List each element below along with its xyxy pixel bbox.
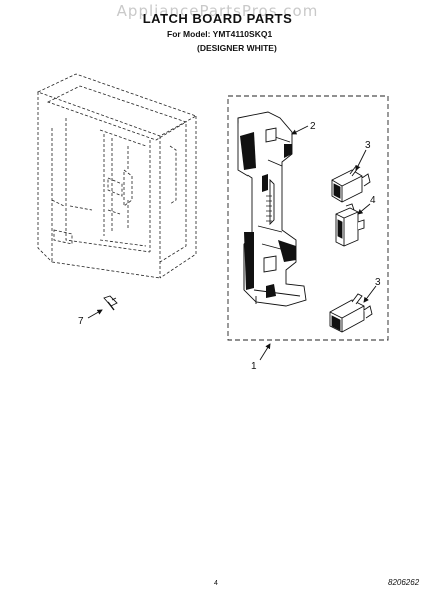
model-number: For Model: YMT4110SKQ1 bbox=[167, 29, 273, 39]
callout-number-3-upper: 3 bbox=[365, 140, 371, 151]
model-variant: (DESIGNER WHITE) bbox=[197, 43, 277, 53]
mounting-screw-part-7 bbox=[103, 295, 118, 311]
watermark-text: AppliancePartsPros.com bbox=[116, 2, 319, 20]
latch-board-assembly-boundary bbox=[227, 95, 389, 341]
latch-board-shading bbox=[240, 132, 296, 298]
page-number: 4 bbox=[214, 580, 218, 587]
callout-number-4: 4 bbox=[370, 195, 376, 206]
micro-switch-part-4 bbox=[335, 203, 365, 247]
page-title: LATCH BOARD PARTS bbox=[142, 11, 293, 26]
document-number: 8206262 bbox=[388, 578, 420, 587]
callout-number-7: 7 bbox=[78, 316, 84, 327]
micro-switch-part-3-upper bbox=[331, 165, 371, 203]
callout-leaders bbox=[87, 125, 377, 361]
microwave-cabinet-outline bbox=[36, 73, 197, 279]
latch-board-ribs bbox=[266, 195, 272, 222]
callout-number-2: 2 bbox=[310, 121, 316, 132]
micro-switch-part-3-lower bbox=[329, 293, 373, 333]
callout-number-1: 1 bbox=[251, 361, 257, 372]
callout-number-3-lower: 3 bbox=[375, 277, 381, 288]
